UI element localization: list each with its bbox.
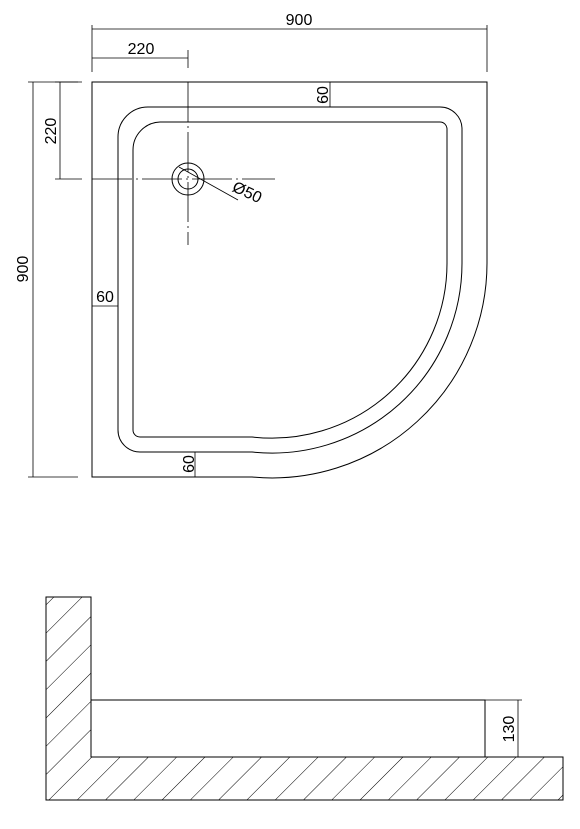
dim-rim-left-label: 60 — [96, 289, 114, 306]
dim-tray-height: 130 — [485, 699, 522, 757]
dim-rim-top: 60 — [315, 82, 332, 107]
tray-outline — [91, 81, 488, 479]
dim-rim-top-label: 60 — [315, 86, 332, 104]
basin-inner-edge — [132, 121, 448, 439]
dim-rim-left: 60 — [92, 289, 118, 307]
dim-height-total-label: 900 — [15, 256, 32, 283]
dim-rim-bottom: 60 — [181, 452, 198, 477]
dim-drain-diameter-label: Ø50 — [230, 179, 265, 207]
dim-height-total: 900 — [15, 81, 78, 478]
wall-floor-hatched-section — [45, 596, 564, 801]
dim-drain-offset-x-label: 220 — [128, 41, 155, 58]
plan-view: 900 220 900 220 60 6 — [15, 12, 488, 479]
dim-tray-height-label: 130 — [501, 716, 518, 743]
tray-section — [90, 699, 486, 758]
section-view: 130 — [45, 596, 564, 801]
dim-drain-diameter: Ø50 — [178, 166, 265, 207]
rim-outer-edge — [117, 106, 463, 454]
dim-rim-bottom-label: 60 — [181, 455, 198, 473]
dim-drain-offset-x: 220 — [92, 41, 189, 68]
dim-drain-offset-y-label: 220 — [43, 118, 60, 145]
dim-width-total-label: 900 — [286, 12, 313, 29]
dim-width-total: 900 — [91, 12, 488, 72]
dim-drain-offset-y: 220 — [43, 81, 82, 180]
